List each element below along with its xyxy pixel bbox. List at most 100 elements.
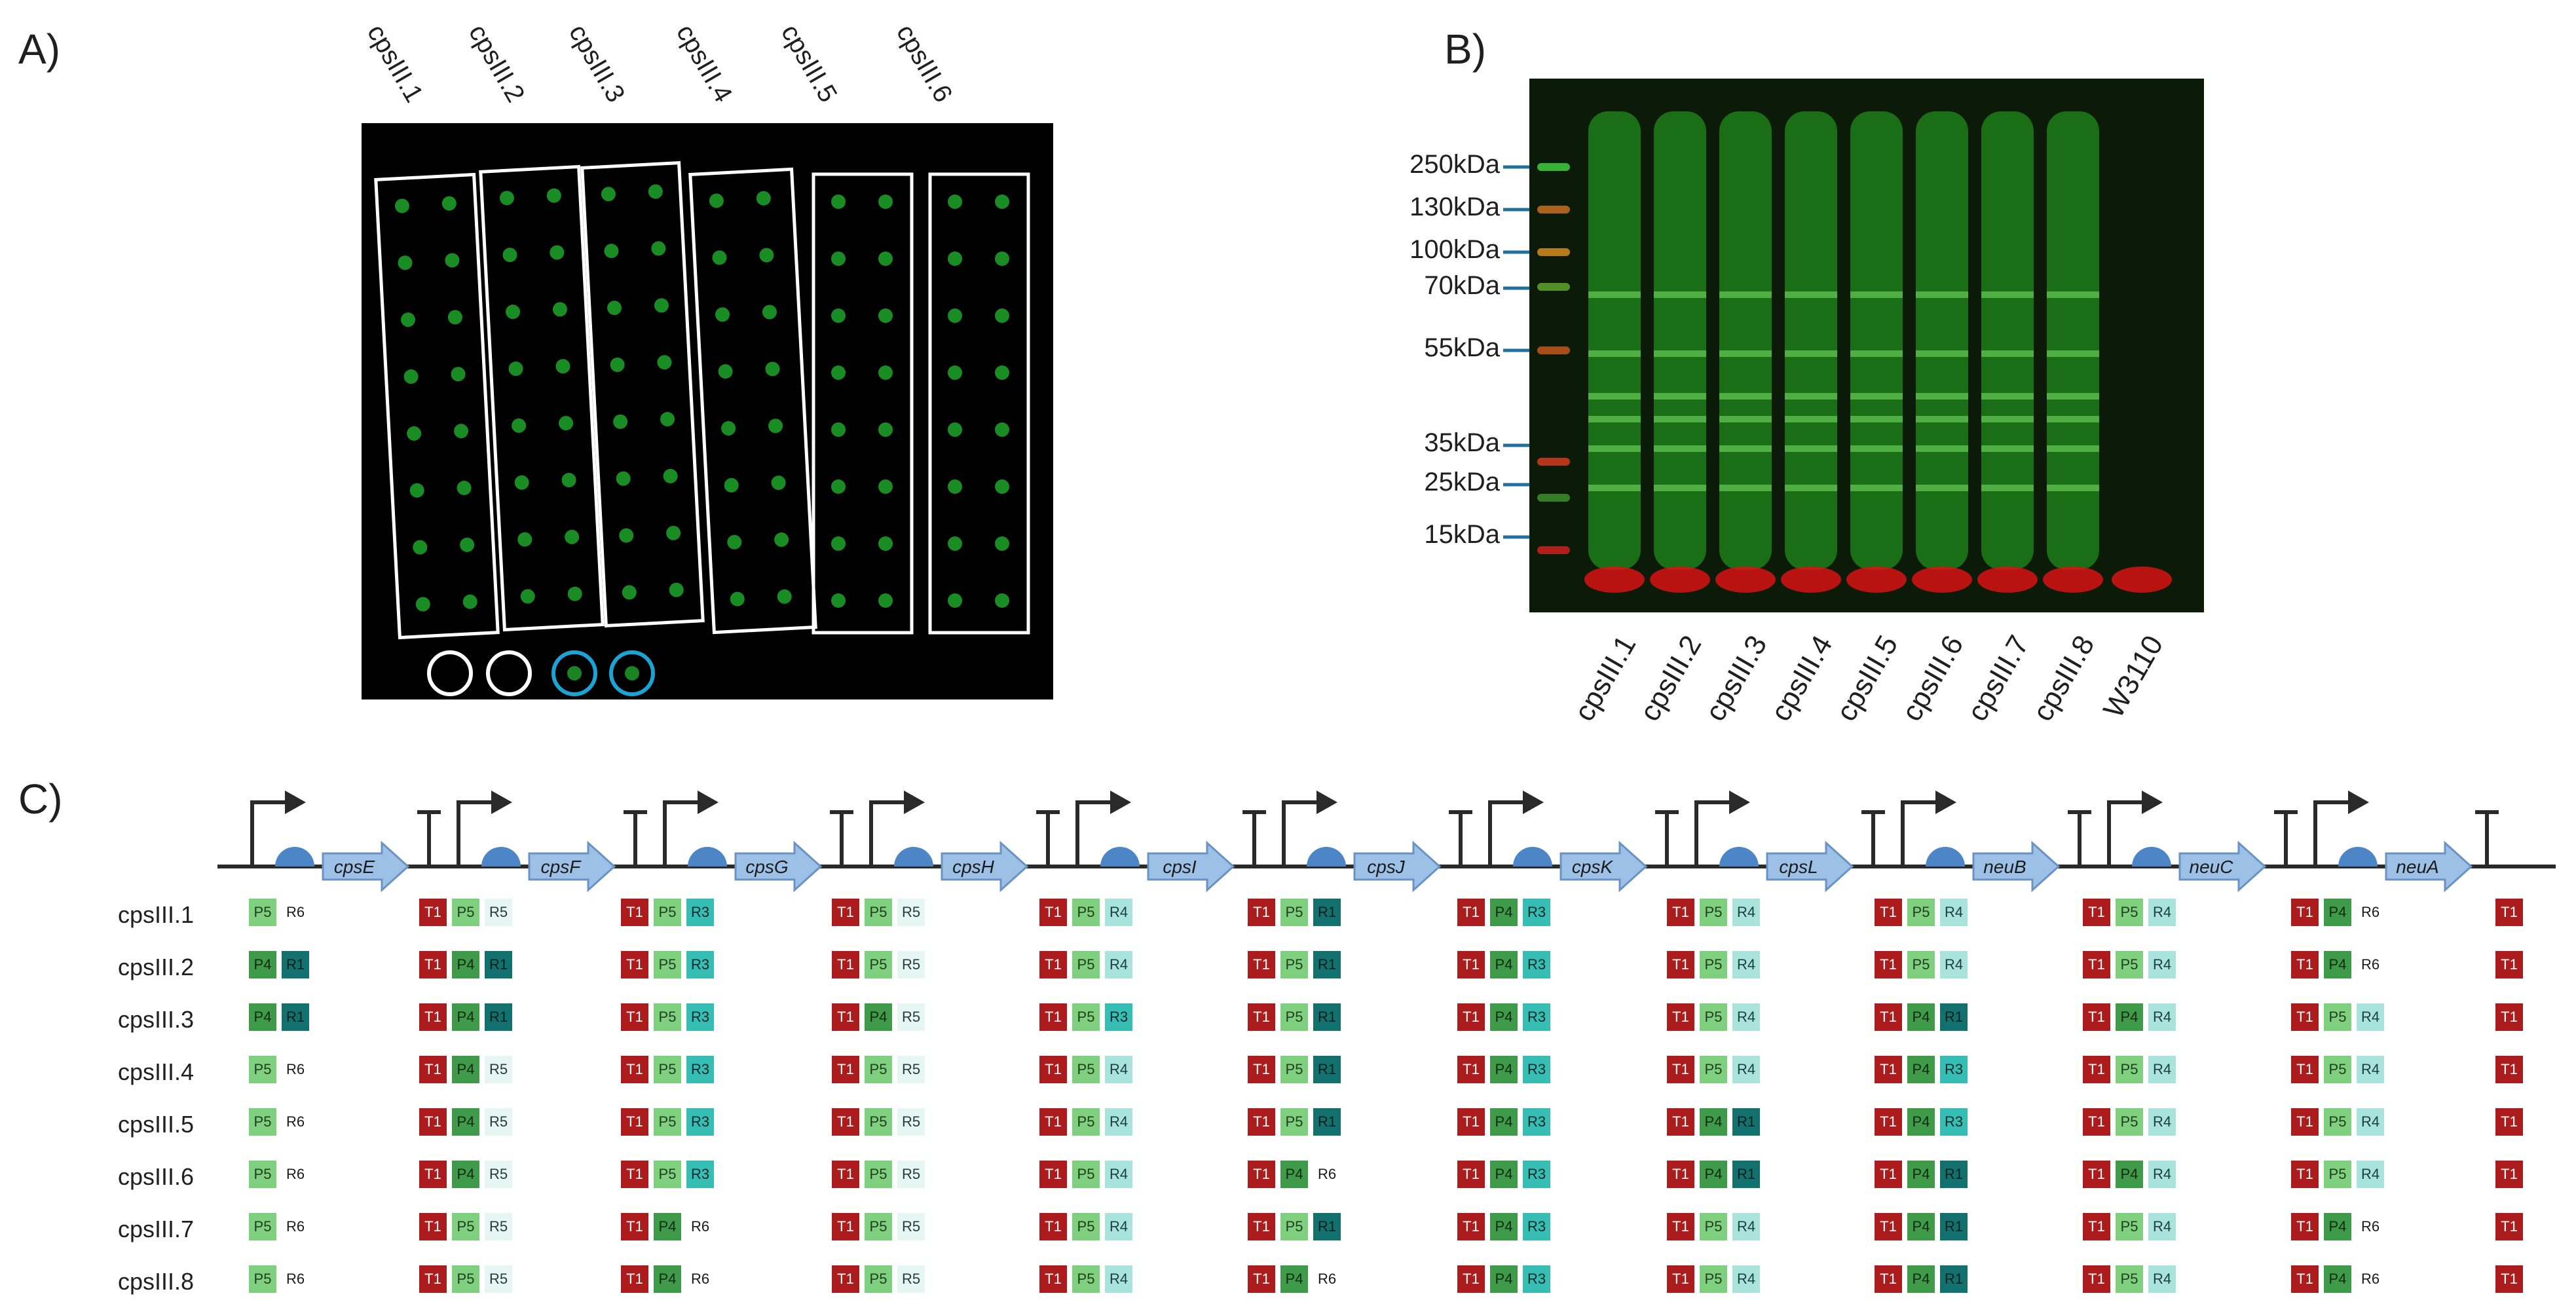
part-chip: P4 [865,1003,892,1031]
part-chip: T1 [2291,899,2319,926]
gene-neuC: neuC [2178,840,2267,893]
part-chip: R4 [1732,1003,1760,1031]
colony-spot [394,198,409,214]
gene-cpsL: cpsL [1766,840,1854,893]
gene-arrow [1559,840,1648,893]
part-chip: T1 [1248,899,1275,926]
colony-spot [499,191,514,206]
plate-box [688,167,817,635]
panel-b-label: B) [1444,26,1486,73]
plate-group [374,172,500,640]
lane-band [1719,291,1772,298]
part-chip: R4 [1105,899,1132,926]
promoter-line [2107,800,2145,866]
part-chip: P4 [452,1108,479,1136]
colony-spot [520,589,535,604]
promoter-head [1110,791,1131,814]
promoter-arrow [2313,791,2369,866]
colony-spot [948,422,962,437]
strain-row-label: cpsIII.1 [118,901,195,928]
lane-band [1654,291,1706,298]
part-chip: P5 [249,1213,276,1240]
part-chip: T1 [621,1056,648,1083]
gene-label: cpsH [952,857,995,877]
promoter-line [869,800,907,866]
part-chip: T1 [1875,1108,1902,1136]
gene-label: cpsL [1779,857,1818,877]
part-chip: P5 [1072,1056,1100,1083]
part-chip: R5 [485,1265,512,1293]
promoter-arrow [1488,791,1544,866]
colony-spot [948,593,962,608]
terminator-symbol [2068,810,2091,866]
colony-spot [622,585,637,600]
promoter-head [1935,791,1956,814]
part-chip: R4 [2357,1108,2384,1136]
part-chip: R6 [2357,899,2384,926]
part-chip: R3 [1523,1056,1550,1083]
lane-band [1981,445,2034,452]
gene-cpsJ: cpsJ [1353,840,1442,893]
part-chip: R5 [897,1108,925,1136]
part-chip: P5 [2116,951,2143,978]
part-chip: T1 [1248,1003,1275,1031]
colony-spot [730,591,745,606]
part-chip: T1 [1667,1003,1694,1031]
terminator-symbol [2274,810,2298,866]
part-chip: R1 [1940,1161,1968,1188]
part-chip: R3 [686,1161,714,1188]
dye-front-band [1781,567,1841,593]
part-chip: T1 [2495,1213,2523,1240]
part-chip: T1 [1039,1161,1067,1188]
part-chip: T1 [2291,1213,2319,1240]
promoter-line [2313,800,2351,866]
colony-spot [709,193,724,208]
lane-band [1850,445,1903,452]
part-chip: R5 [485,1108,512,1136]
rbs-symbol [688,847,727,866]
part-chip: R5 [485,1213,512,1240]
part-chip: T1 [1875,1161,1902,1188]
colony-spot [727,534,742,550]
lane-band [1785,416,1837,422]
part-chip: P4 [2116,1161,2143,1188]
promoter-line [457,800,495,866]
part-chip: T1 [2495,1265,2523,1293]
gene-neuB: neuB [1972,840,2061,893]
promoter-head [1729,791,1750,814]
part-chip: P5 [654,1003,681,1031]
part-chip: T1 [1039,1213,1067,1240]
part-chip: P5 [1280,899,1308,926]
part-chip: R4 [1105,951,1132,978]
part-chip: P4 [1907,1056,1935,1083]
plate-column-label: cpsIII.6 [890,20,958,107]
part-chip: R4 [1105,1108,1132,1136]
ladder-band [1537,458,1570,466]
part-chip: R1 [1313,1003,1341,1031]
colony-spot [721,421,736,436]
strain-row-label: cpsIII.7 [118,1216,195,1242]
terminator-symbol [830,810,853,866]
strain-row-label: cpsIII.8 [118,1268,195,1295]
part-chip: R1 [1732,1108,1760,1136]
part-chip: R1 [1940,1003,1968,1031]
part-chip: T1 [2083,951,2110,978]
plate-column-label: cpsIII.3 [563,20,631,107]
lane-band [1654,393,1706,400]
part-chip: T1 [1667,1108,1694,1136]
part-chip: R4 [1732,951,1760,978]
part-chip: P4 [1490,1003,1518,1031]
mw-marker-label: 55kDa [1424,333,1500,362]
part-chip: T1 [419,1213,447,1240]
terminator-symbol [1449,810,1472,866]
terminator-symbol [2475,810,2499,866]
ladder-band [1537,206,1570,214]
lane-band [1588,485,1641,491]
part-chip: R4 [1105,1161,1132,1188]
part-chip: R6 [282,1265,309,1293]
part-chip: R5 [897,951,925,978]
part-chip: R3 [1523,1265,1550,1293]
promoter-line [1694,800,1732,866]
colony-spot [995,593,1009,608]
colony-spot [613,414,628,429]
